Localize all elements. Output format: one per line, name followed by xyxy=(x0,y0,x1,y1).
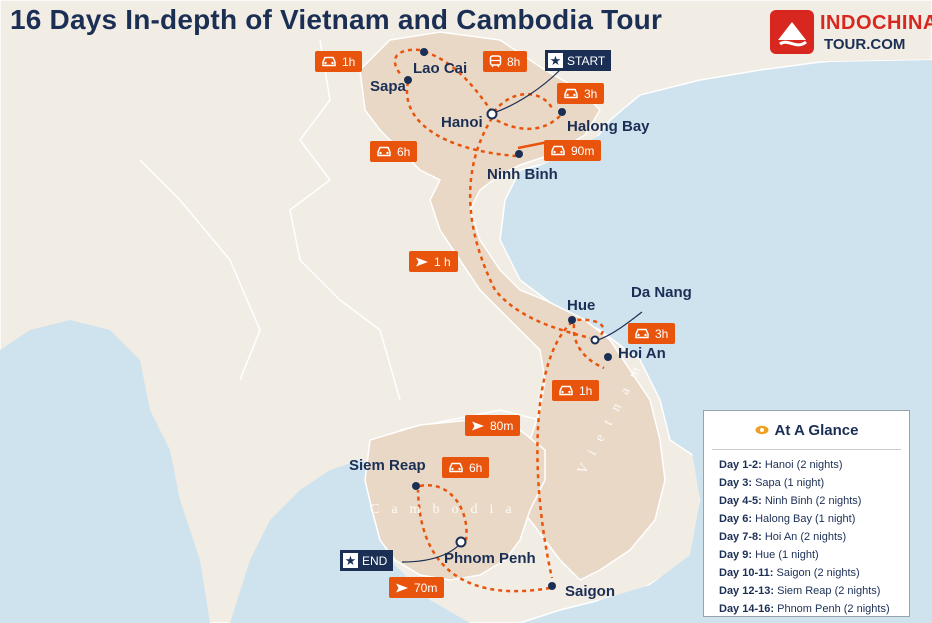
route-laocai-sapa xyxy=(393,48,421,77)
transfer-badge: 80m xyxy=(465,415,521,436)
transfer-badge: 70m xyxy=(389,577,445,598)
list-item: Day 6: Halong Bay (1 night) xyxy=(719,513,856,525)
list-item: Day 9: Hue (1 night) xyxy=(719,549,819,561)
train-icon xyxy=(489,55,502,68)
transfer-badge: 1 h xyxy=(409,251,458,272)
logo-text-top: INDOCHINA xyxy=(820,12,932,34)
car-icon xyxy=(322,56,336,67)
plane-icon xyxy=(472,421,484,430)
car-icon xyxy=(635,328,649,339)
transfer-badge: 6h xyxy=(442,457,490,478)
transfer-badge: 6h xyxy=(370,141,418,162)
transfer-badge: 90m xyxy=(544,140,602,161)
start-end-dots xyxy=(455,108,600,548)
route-sapa-ninhbinh xyxy=(405,81,517,158)
end-marker: ★ END xyxy=(340,550,394,571)
star-icon: ★ xyxy=(343,553,358,568)
route-siemreap-phnompenh xyxy=(419,483,468,541)
glance-title: At A Glance xyxy=(774,421,859,439)
transfer-badge: 1h xyxy=(315,51,363,72)
list-item: Day 12-13: Siem Reap (2 nights) xyxy=(719,585,881,597)
plane-icon xyxy=(396,583,408,592)
car-icon xyxy=(377,146,391,157)
route-hanoi-laocai xyxy=(424,50,494,113)
city-label-da-nang: Da Nang xyxy=(631,284,692,301)
start-marker-label: START xyxy=(567,53,606,68)
transfer-badge: 8h xyxy=(483,51,528,72)
list-item: Day 10-11: Saigon (2 nights) xyxy=(719,567,860,579)
city-label-hoi-an: Hoi An xyxy=(618,345,666,362)
plane-icon xyxy=(416,257,428,266)
logo-text-bottom: TOUR.COM xyxy=(824,36,906,53)
transfer-badge: 3h xyxy=(628,323,676,344)
city-dots xyxy=(404,48,612,590)
tour-routes xyxy=(393,48,605,593)
eye-icon xyxy=(755,425,769,435)
car-icon xyxy=(449,462,463,473)
page-title: 16 Days In-depth of Vietnam and Cambodia… xyxy=(10,4,663,35)
city-label-siem-reap: Siem Reap xyxy=(349,457,426,474)
city-label-ninh-binh: Ninh Binh xyxy=(487,166,558,183)
route-hue-saigon xyxy=(536,321,573,579)
list-item: Day 3: Sapa (1 night) xyxy=(719,477,825,489)
list-item: Day 4-5: Ninh Binh (2 nights) xyxy=(719,495,862,507)
end-marker-label: END xyxy=(362,553,388,568)
brand-logo[interactable]: INDOCHINA TOUR.COM xyxy=(770,8,932,58)
city-label-phnom-penh: Phnom Penh xyxy=(444,550,536,567)
itinerary-list: Day 1-2: Hanoi (2 nights) Day 3: Sapa (1… xyxy=(704,456,909,618)
logo-badge-icon xyxy=(770,10,814,54)
list-item: Day 1-2: Hanoi (2 nights) xyxy=(719,459,843,471)
glance-header: At A Glance xyxy=(712,411,901,450)
route-ninhbinh-halong-solid xyxy=(517,140,549,150)
country-label-cambodia: Cambodia xyxy=(370,502,524,517)
transfer-badge: 1h xyxy=(552,380,600,401)
city-label-hanoi: Hanoi xyxy=(441,114,483,131)
list-item: Day 14-16: Phnom Penh (2 nights) xyxy=(719,603,890,615)
transfer-badge: 3h xyxy=(557,83,605,104)
star-icon: ★ xyxy=(548,53,563,68)
city-label-hue: Hue xyxy=(567,297,596,314)
list-item: Day 7-8: Hoi An (2 nights) xyxy=(719,531,847,543)
car-icon xyxy=(564,88,578,99)
city-label-lao-cai: Lao Cai xyxy=(413,60,468,77)
route-ninhbinh-danang xyxy=(469,117,591,340)
start-marker: ★ START xyxy=(545,50,612,71)
city-label-halong-bay: Halong Bay xyxy=(567,118,650,135)
car-icon xyxy=(551,145,565,156)
car-icon xyxy=(559,385,573,396)
route-saigon-siemreap xyxy=(416,489,551,593)
city-label-saigon: Saigon xyxy=(565,583,616,600)
sea-west xyxy=(0,320,210,623)
at-a-glance-panel: At A Glance Day 1-2: Hanoi (2 nights) Da… xyxy=(703,410,910,617)
route-halong-hanoi xyxy=(495,115,561,131)
city-label-sapa: Sapa xyxy=(370,78,406,95)
